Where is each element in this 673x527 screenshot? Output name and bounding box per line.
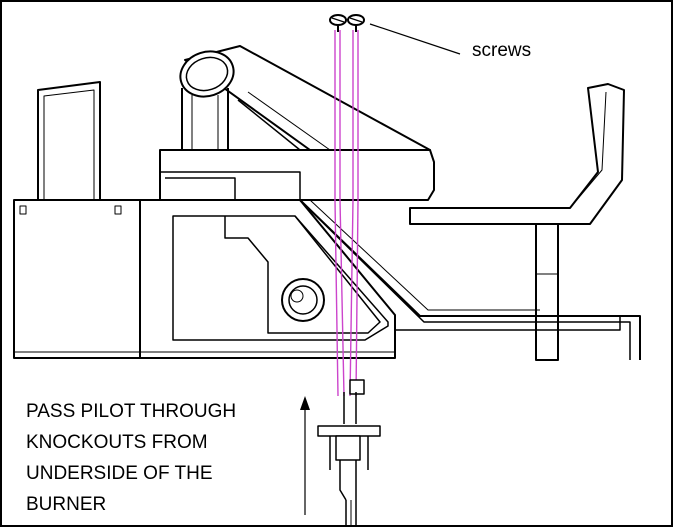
pilot-instructions: PASS PILOT THROUGH KNOCKOUTS FROM UNDERS… bbox=[26, 396, 296, 520]
top-tube bbox=[159, 45, 435, 201]
pilot-assembly-icon bbox=[317, 379, 381, 527]
alignment-guides bbox=[334, 30, 359, 397]
screws-label: screws bbox=[472, 40, 532, 61]
instruction-line: KNOCKOUTS FROM bbox=[26, 432, 208, 453]
left-upright-bracket bbox=[37, 81, 101, 200]
instruction-line: PASS PILOT THROUGH bbox=[26, 401, 237, 422]
diagonal-tray bbox=[299, 199, 641, 360]
instruction-line: UNDERSIDE OF THE bbox=[26, 463, 213, 484]
upward-arrow-icon bbox=[300, 396, 310, 515]
left-box bbox=[13, 199, 141, 359]
screws-leader-line bbox=[369, 23, 461, 55]
screw-icon bbox=[329, 14, 365, 32]
right-bracket bbox=[409, 83, 625, 361]
instruction-line: BURNER bbox=[26, 494, 107, 515]
